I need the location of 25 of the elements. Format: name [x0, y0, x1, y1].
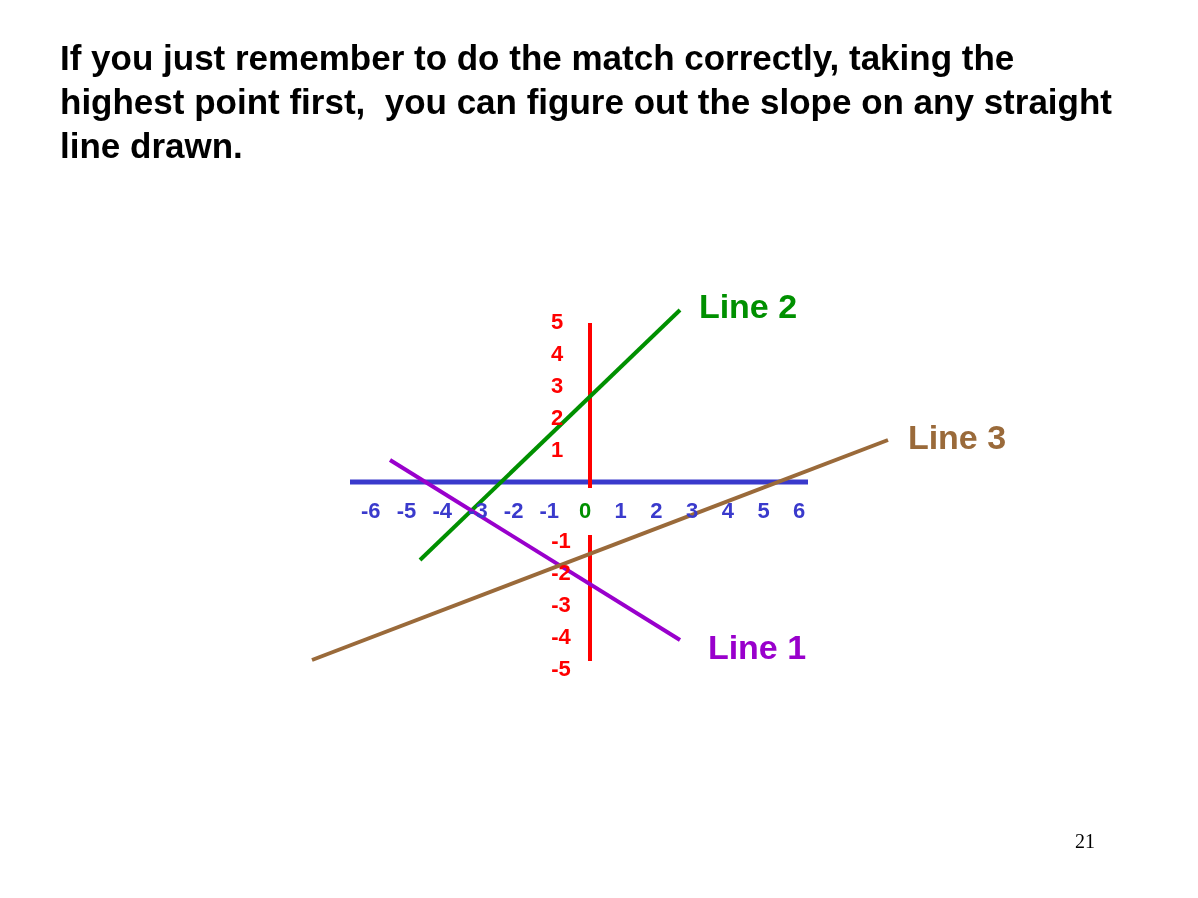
axis-tick-label: 2: [650, 500, 663, 522]
line-label: Line 1: [707, 630, 807, 664]
axis-tick-label: 1: [614, 500, 627, 522]
axis-tick-label: 4: [721, 500, 734, 522]
axis-tick-label: 0: [578, 500, 592, 522]
axis-tick-label: 5: [757, 500, 770, 522]
axis-tick-label: -3: [551, 594, 571, 617]
axis-tick-label: 2: [550, 407, 564, 429]
axis-tick-label: 4: [550, 343, 564, 365]
page-number: 21: [1075, 831, 1095, 851]
axis-tick-label: 5: [550, 311, 564, 333]
axis-tick-label: 3: [550, 375, 564, 397]
axis-tick-label: -1: [539, 500, 560, 522]
axis-tick-label: -4: [551, 626, 571, 649]
axis-tick-label: -2: [503, 500, 524, 522]
axis-tick-label: -5: [396, 500, 417, 522]
axis-tick-label: -5: [551, 658, 571, 681]
slide-title: If you just remember to do the match correctly, taking the highest point first, you can figure out the slope on any straight line drawn.: [60, 37, 1113, 167]
line-label: Line 2: [698, 289, 798, 323]
axis-tick-label: -1: [551, 530, 571, 553]
axis-tick-label: -6: [361, 500, 381, 522]
line-label: Line 3: [907, 420, 1007, 454]
axis-tick-label: -4: [432, 500, 452, 522]
axis-tick-label: 6: [793, 500, 806, 522]
axis-tick-label: 1: [550, 439, 564, 461]
